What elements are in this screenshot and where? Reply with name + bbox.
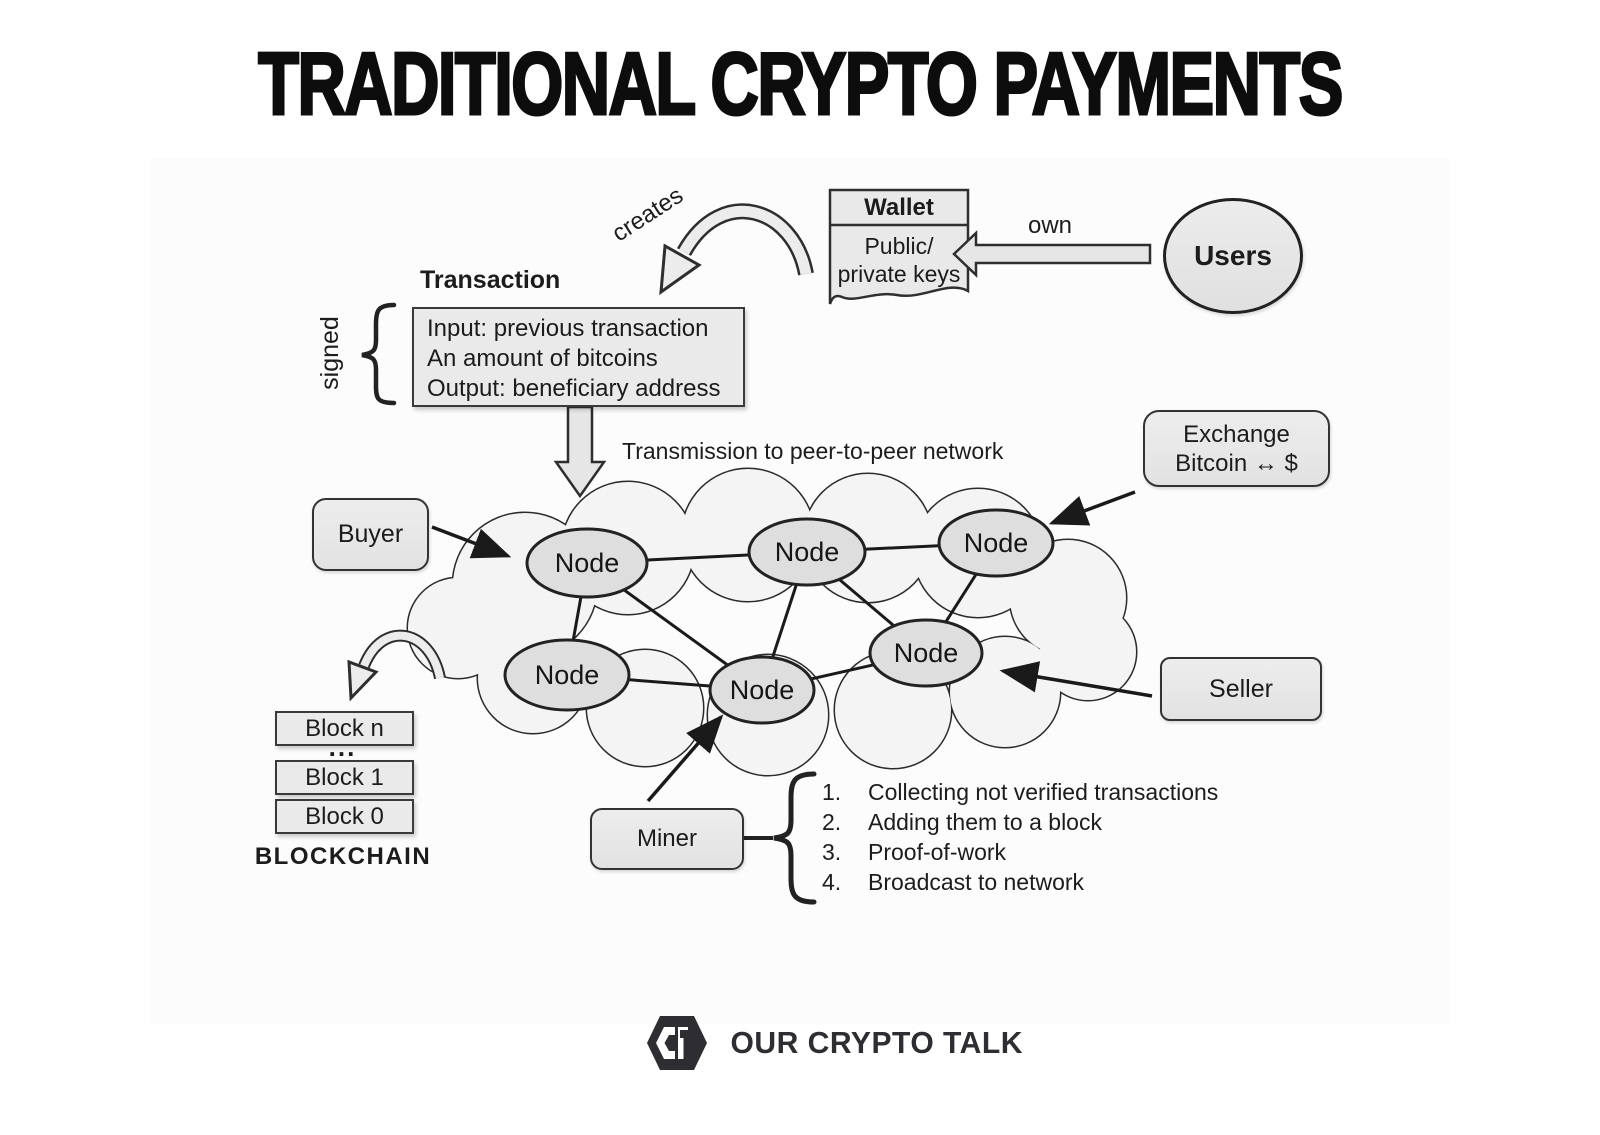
step-text: Broadcast to network [868, 869, 1085, 895]
step-number: 4. [822, 869, 842, 895]
wallet-title: Wallet [864, 194, 934, 221]
step-number: 2. [822, 809, 842, 835]
miner-box: Miner [590, 808, 744, 870]
page-title: TRADITIONAL CRYPTO PAYMENTS [257, 34, 1344, 133]
transaction-line: An amount of bitcoins [427, 345, 658, 372]
node-label: Node [730, 675, 795, 705]
wallet-keys-line1: Public/ [864, 232, 934, 259]
transaction-line: Output: beneficiary address [427, 375, 721, 402]
wallet-keys-line2: private keys [837, 260, 961, 287]
transaction-title: Transaction [420, 266, 561, 294]
seller-box: Seller [1160, 657, 1322, 721]
block-0: Block 0 [275, 799, 414, 834]
signed-label: signed [315, 316, 344, 390]
network-nodes [503, 508, 1055, 725]
seller-arrow [999, 661, 1153, 698]
node-ellipse [868, 618, 984, 688]
miner-arrow [646, 714, 724, 803]
node-label: Node [535, 660, 600, 690]
step-text: Proof-of-work [868, 839, 1007, 865]
blockchain-ellipsis: ... [328, 731, 357, 762]
transaction-box: Input: previous transaction An amount of… [412, 307, 745, 407]
miner-label: Miner [636, 825, 697, 852]
signed-brace [361, 302, 397, 406]
node-label: Node [964, 528, 1029, 558]
own-label: own [1027, 212, 1073, 239]
node-label: Node [775, 537, 840, 567]
buyer-label: Buyer [337, 520, 404, 548]
step-number: 3. [822, 839, 842, 865]
block-n: Block n [275, 711, 414, 746]
our-crypto-talk-logo-icon [647, 1016, 707, 1070]
blockchain-caption: BLOCKCHAIN [254, 843, 432, 870]
step-number: 1. [822, 779, 842, 805]
miner-step: 1. Collecting not verified transactions [822, 779, 1242, 809]
miner-brace [773, 771, 817, 905]
seller-label: Seller [1209, 674, 1273, 703]
transaction-line: Input: previous transaction [427, 315, 709, 342]
exchange-line1: Exchange [1183, 420, 1290, 448]
node-label: Node [555, 548, 620, 578]
miner-step: 3. Proof-of-work [822, 839, 1242, 869]
wallet-shape [828, 188, 970, 305]
block-1: Block 1 [275, 760, 414, 795]
node-ellipse [937, 508, 1055, 578]
step-text: Adding them to a block [868, 809, 1102, 835]
blockchain-arrow [347, 629, 446, 702]
exchange-line2: Bitcoin ↔ $ [1175, 449, 1298, 477]
node-ellipse [525, 527, 649, 599]
flow-arrows [431, 490, 1153, 803]
transmission-label: Transmission to peer-to-peer network [622, 438, 1004, 464]
brand-name: OUR CRYPTO TALK [730, 1025, 1023, 1060]
step-text: Collecting not verified transactions [868, 779, 1219, 805]
miner-step: 4. Broadcast to network [822, 869, 1242, 899]
node-ellipse [503, 638, 631, 712]
creates-arrow [659, 203, 814, 296]
miner-step: 2. Adding them to a block [822, 809, 1242, 839]
node-ellipse [708, 655, 816, 725]
buyer-arrow [431, 525, 512, 559]
own-arrow [952, 230, 1152, 278]
transmission-arrow [553, 405, 607, 499]
users-label: Users [1194, 240, 1272, 271]
buyer-box: Buyer [312, 498, 429, 571]
node-ellipse [747, 517, 867, 587]
brand-footer: OUR CRYPTO TALK [642, 1014, 1027, 1072]
exchange-arrow [1048, 490, 1136, 526]
node-label: Node [894, 638, 959, 668]
users-ellipse: Users [1163, 198, 1303, 314]
exchange-box: Exchange Bitcoin ↔ $ [1143, 410, 1330, 487]
